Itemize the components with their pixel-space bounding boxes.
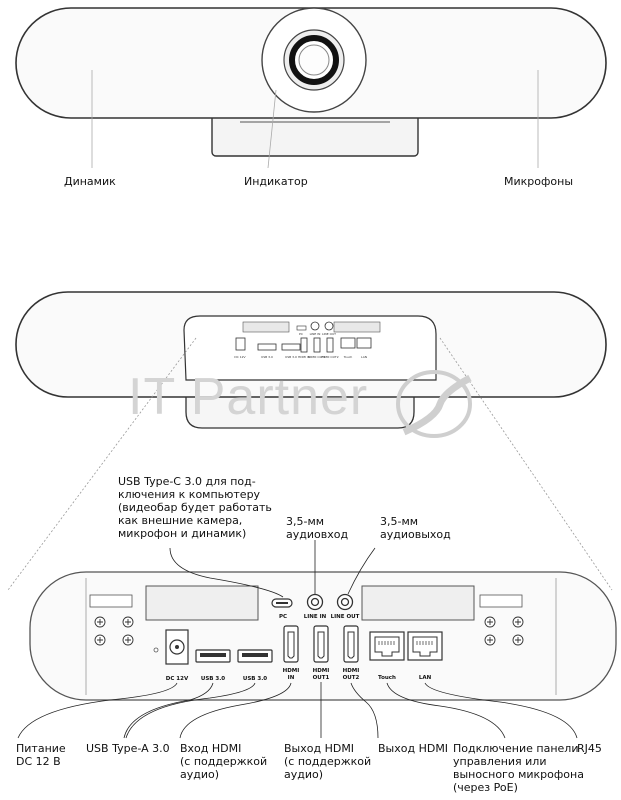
camera-lens-inner xyxy=(298,44,330,76)
label-hdmi-in-1: HDMI xyxy=(283,668,300,674)
small-vent-left xyxy=(242,321,290,333)
small-label-hdmi-out2: HDMI OUT2 xyxy=(321,355,338,359)
hdmi-out1-port xyxy=(313,625,329,663)
back-view: DC 12V USB 3.0 USB 3.0 HDMI IN HDMI OUT1… xyxy=(7,291,613,591)
label-indicator: Индикатор xyxy=(244,175,308,188)
small-dc-port xyxy=(235,337,246,351)
label-lan: LAN xyxy=(419,675,432,681)
label-hdmi-in-2: IN xyxy=(288,675,295,681)
small-hdmi-out1 xyxy=(313,337,321,353)
small-usb-port-2 xyxy=(281,343,301,351)
small-line-in xyxy=(310,321,320,331)
label-hdmi-out1-1: HDMI xyxy=(313,668,330,674)
label-pc: PC xyxy=(279,614,287,620)
leader-line-out xyxy=(347,547,376,595)
small-label-usb-1: USB 3.0 xyxy=(261,355,273,359)
label-line-in: LINE IN xyxy=(304,614,327,620)
small-label-lan: LAN xyxy=(361,355,367,359)
projection-right xyxy=(439,337,613,591)
small-hdmi-out2 xyxy=(326,337,334,353)
label-hdmi-out2-2: OUT2 xyxy=(343,675,360,681)
leader-lan xyxy=(424,682,578,739)
small-label-pc: PC xyxy=(299,332,303,336)
leader-hdmi-in xyxy=(179,682,292,739)
small-hdmi-in xyxy=(300,337,308,353)
panel-vent-left-a xyxy=(89,594,133,608)
small-lan-port xyxy=(356,337,372,349)
callout-usb-a: USB Type-A 3.0 xyxy=(86,742,170,755)
leader-usb-c xyxy=(169,547,284,598)
screw-group-right xyxy=(484,616,524,646)
small-line-out xyxy=(324,321,334,331)
leader-touch xyxy=(386,682,506,739)
small-label-line-in: LINE IN xyxy=(310,332,321,336)
callout-control-panel: Подключение панели управления или выносн… xyxy=(453,742,584,794)
panel-vent-right-a xyxy=(361,585,475,621)
projection-left xyxy=(7,337,197,591)
label-usb-2: USB 3.0 xyxy=(243,676,267,682)
callout-usb-c: USB Type-C 3.0 для под- ключения к компь… xyxy=(118,475,272,540)
label-microphones: Микрофоны xyxy=(504,175,574,188)
callout-hdmi-out1: Выход HDMI (с поддержкой аудио) xyxy=(284,742,372,781)
touch-rj45-port xyxy=(369,631,405,661)
small-label-line-out: LINE OUT xyxy=(322,332,336,336)
small-label-touch: Touch xyxy=(343,355,353,359)
callout-audio-in: 3,5-мм аудиовход xyxy=(286,515,349,541)
small-vent-right xyxy=(333,321,381,333)
leader-usb-a-2 xyxy=(125,682,256,739)
callout-leaders xyxy=(17,540,578,739)
label-hdmi-out1-2: OUT1 xyxy=(313,675,330,681)
small-label-hdmi-out1: HDMI OUT1 xyxy=(308,355,325,359)
small-label-dc: DC 12V xyxy=(234,355,246,359)
small-usbc-port xyxy=(296,325,307,331)
label-speaker: Динамик xyxy=(64,175,116,188)
callout-rj45: RJ45 xyxy=(577,742,602,755)
panel-vent-right-b xyxy=(479,594,523,608)
callout-hdmi-in: Вход HDMI (с поддержкой аудио) xyxy=(180,742,268,781)
small-usb-port-1 xyxy=(257,343,277,351)
label-hdmi-out2-1: HDMI xyxy=(343,668,360,674)
label-touch: Touch xyxy=(378,675,396,681)
small-label-hdmi-in: HDMI IN xyxy=(298,355,310,359)
hdmi-out2-port xyxy=(343,625,359,663)
watermark-logo xyxy=(396,370,472,438)
leader-hdmi-out2 xyxy=(350,682,379,739)
callout-audio-out: 3,5-мм аудиовыход xyxy=(380,515,451,541)
screw-group-left xyxy=(94,616,134,646)
label-usb-1: USB 3.0 xyxy=(201,676,225,682)
callout-hdmi-out2: Выход HDMI xyxy=(378,742,449,755)
callout-power: Питание DC 12 В xyxy=(16,742,66,768)
panel-vent-left-b xyxy=(145,585,259,621)
lan-rj45-port xyxy=(407,631,443,661)
port-panel: DC 12V USB 3.0 USB 3.0 PC LINE IN LINE O… xyxy=(29,571,617,701)
hdmi-in-port xyxy=(283,625,299,663)
leader-usb-a-1 xyxy=(123,682,214,739)
label-dc12v: DC 12V xyxy=(166,676,189,682)
small-label-usb-2: USB 3.0 xyxy=(285,355,297,359)
label-line-out: LINE OUT xyxy=(331,614,360,620)
watermark-text: IT Partner xyxy=(128,368,369,426)
leader-indicator xyxy=(267,89,277,169)
led-dot xyxy=(153,647,159,653)
leader-power xyxy=(17,682,178,739)
small-touch-port xyxy=(340,337,356,349)
front-view xyxy=(15,7,607,169)
